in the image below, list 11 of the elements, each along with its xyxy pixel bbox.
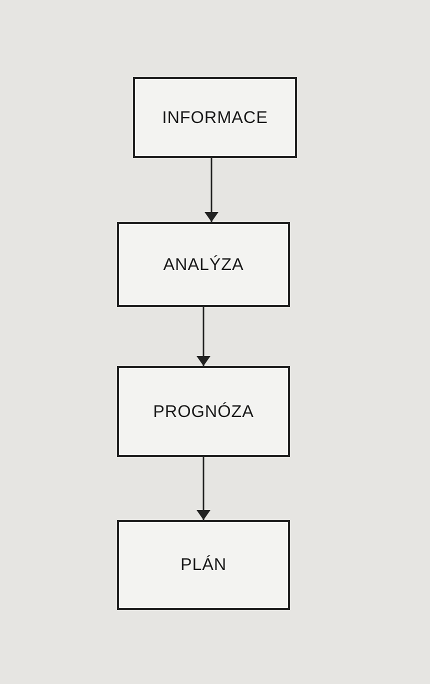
box-label: PLÁN bbox=[180, 554, 227, 576]
box-label: INFORMACE bbox=[162, 106, 268, 129]
box-label: PROGNÓZA bbox=[153, 400, 254, 423]
process-box bbox=[117, 366, 290, 457]
box-label: ANALÝZA bbox=[163, 254, 244, 276]
process-box bbox=[133, 77, 297, 158]
arrow bbox=[204, 158, 218, 222]
arrow bbox=[196, 307, 210, 366]
process-box bbox=[117, 520, 290, 610]
arrow bbox=[196, 457, 210, 520]
process-box bbox=[117, 222, 290, 307]
